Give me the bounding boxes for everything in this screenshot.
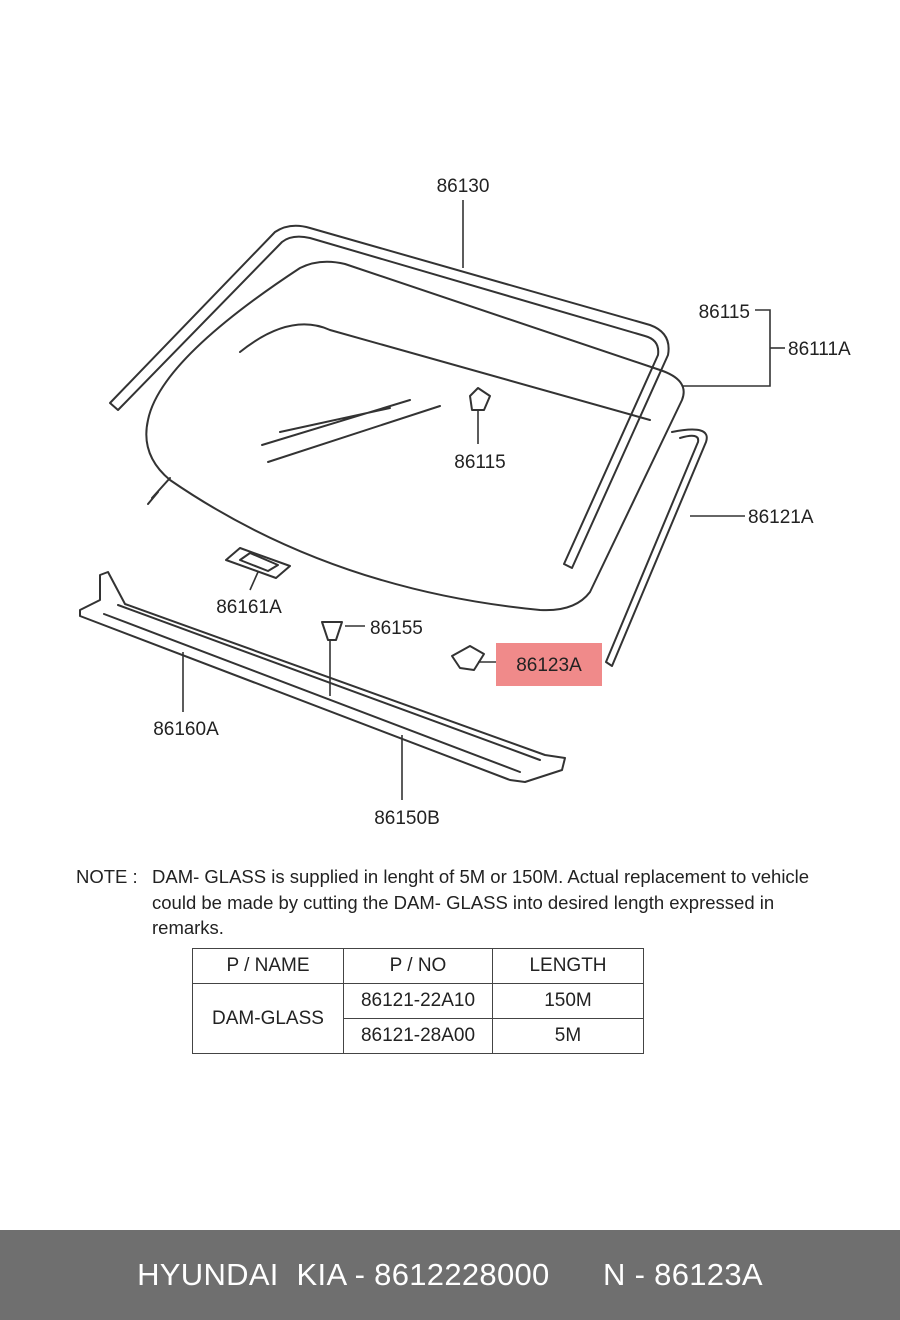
footer-bar: HYUNDAI KIA - 8612228000 N - 86123A — [0, 1230, 900, 1320]
highlight-box-86123A — [496, 643, 602, 686]
header-pname: P / NAME — [192, 948, 344, 984]
parts-diagram: 86130 86115 86111A 86115 86121A 86161A 8… — [79, 176, 851, 829]
roof-moulding-86130 — [109, 224, 670, 569]
callout-86161A: 86161A — [216, 597, 282, 618]
header-pno: P / NO — [343, 948, 493, 984]
length-cell: 5M — [492, 1018, 644, 1054]
footer-brand: HYUNDAI KIA - 8612228000 — [137, 1257, 550, 1292]
pad-86161A — [225, 547, 291, 579]
footer-code: N - 86123A — [603, 1257, 763, 1292]
note: NOTE : DAM- GLASS is supplied in lenght … — [76, 864, 836, 941]
table-row: DAM-GLASS 86121-22A10 150M — [192, 983, 644, 1054]
pno-cell: 86121-28A00 — [343, 1018, 493, 1054]
callout-86115-mid: 86115 — [454, 452, 505, 473]
dam-glass-86121A — [605, 428, 708, 667]
clip-86115 — [469, 387, 491, 411]
cowl-panel — [79, 571, 566, 783]
table-row: 86121-28A00 5M — [193, 1018, 644, 1054]
footer-spacer — [550, 1257, 603, 1293]
callout-86123A: 86123A — [516, 655, 582, 676]
callout-86111A: 86111A — [788, 339, 851, 360]
callout-86160A: 86160A — [153, 719, 219, 740]
leader-lines — [182, 200, 785, 800]
pno-cell: 86121-22A10 — [343, 983, 493, 1019]
windshield-glass-86111A — [145, 260, 685, 612]
clip-86123A — [451, 645, 485, 671]
note-label: NOTE : — [76, 866, 143, 887]
table-header-row: P / NAME P / NO LENGTH — [192, 948, 644, 984]
callout-86121A: 86121A — [748, 507, 814, 528]
header-length: LENGTH — [492, 948, 644, 984]
callout-86115-top: 86115 — [699, 302, 750, 323]
callout-86155: 86155 — [370, 618, 423, 639]
clip-86155 — [321, 621, 343, 641]
callout-86130: 86130 — [437, 176, 490, 197]
callout-86150B: 86150B — [374, 808, 440, 829]
parts-table: P / NAME P / NO LENGTH DAM-GLASS 86121-2… — [192, 948, 644, 1054]
part-name-cell: DAM-GLASS — [192, 983, 344, 1054]
note-text: DAM- GLASS is supplied in lenght of 5M o… — [152, 866, 810, 938]
length-cell: 150M — [492, 983, 644, 1019]
